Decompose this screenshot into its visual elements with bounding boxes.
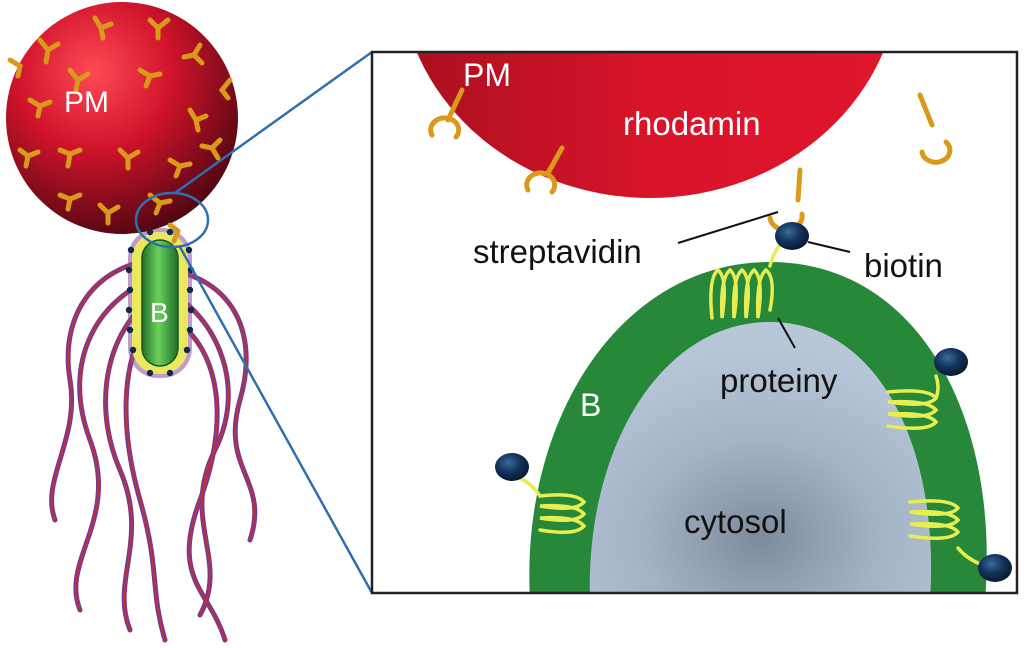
inset-streptavidin-markers xyxy=(428,87,953,233)
flagella xyxy=(49,257,258,643)
inset-membrane-proteins xyxy=(518,242,982,566)
connector-line-bottom xyxy=(178,246,374,594)
inset-cytosol xyxy=(589,322,931,593)
small-microsphere: PM xyxy=(6,2,238,244)
overview-b-label: B xyxy=(150,297,169,328)
zoom-connector xyxy=(134,50,374,594)
overview-pm-label: PM xyxy=(64,86,109,119)
proteiny-leader xyxy=(777,317,796,349)
inset-pm-label: PM xyxy=(463,57,511,93)
inset-microsphere xyxy=(416,52,884,198)
proteiny-label: proteiny xyxy=(720,362,838,399)
cytosol-label: cytosol xyxy=(684,503,787,540)
inset-panel xyxy=(370,50,1019,595)
sphere-streptavidin-markers xyxy=(7,15,233,244)
zoom-circle xyxy=(134,191,210,249)
leader-lines xyxy=(677,211,851,349)
streptavidin-label: streptavidin xyxy=(473,233,642,270)
inset-frame xyxy=(370,50,1019,595)
connector-line-top xyxy=(174,50,373,195)
inset-b-label: B xyxy=(580,387,601,423)
streptavidin-leader xyxy=(677,211,779,244)
inset-biotin-molecules xyxy=(495,222,1012,582)
biotin-leader xyxy=(807,241,851,253)
rhodamin-label: rhodamin xyxy=(623,105,761,142)
small-bacterium xyxy=(125,228,195,378)
biotin-label: biotin xyxy=(864,247,943,284)
